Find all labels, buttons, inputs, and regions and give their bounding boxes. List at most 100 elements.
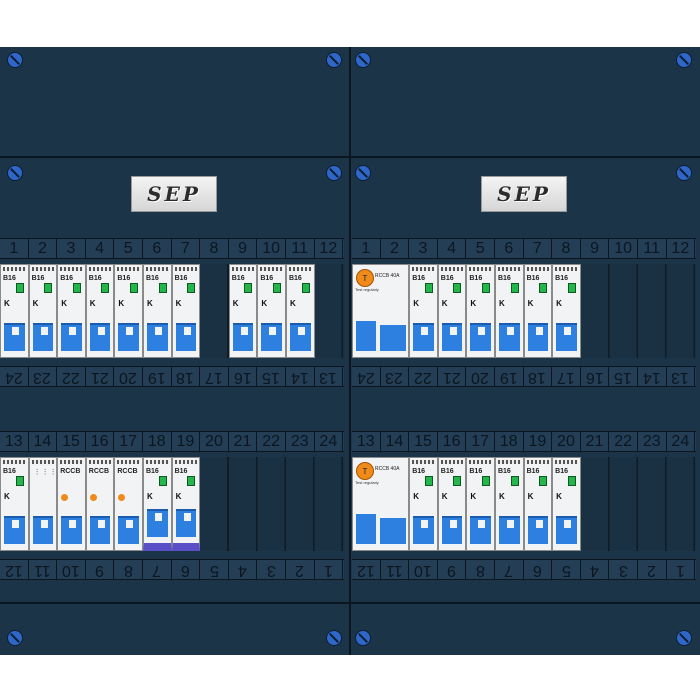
breaker-toggle[interactable]	[413, 516, 434, 544]
circuit-number-label: 22	[614, 432, 633, 450]
breaker-toggle[interactable]	[89, 323, 111, 351]
breaker-toggle[interactable]	[32, 323, 54, 351]
breaker-toggle[interactable]	[261, 323, 282, 351]
circuit-number: 12	[667, 239, 696, 258]
empty-slot	[609, 457, 638, 551]
kema-mark: K	[232, 299, 239, 308]
breaker-toggle[interactable]	[470, 323, 491, 351]
circuit-number-label: 3	[418, 239, 428, 257]
breaker-toggle[interactable]	[118, 323, 139, 351]
breaker-toggle[interactable]	[527, 516, 549, 544]
circuit-number-label: 23	[642, 432, 661, 450]
status-indicator	[453, 283, 462, 293]
test-button-icon[interactable]	[89, 494, 97, 501]
circuit-number: 6	[143, 239, 172, 258]
breaker-toggle[interactable]	[118, 516, 139, 544]
brand-strip	[3, 267, 26, 271]
circuit-number-label: 10	[262, 239, 281, 257]
circuit-number-label: 23	[290, 432, 309, 450]
rcbo-breaker[interactable]: RCCB	[85, 457, 115, 551]
rcbo-breaker[interactable]: RCCB	[57, 457, 86, 551]
breaker-toggle[interactable]	[498, 516, 520, 544]
circuit-number-label: 14	[33, 432, 52, 450]
breaker-toggle[interactable]	[4, 516, 25, 544]
terminal-icon: ⋮⋮⋮	[33, 469, 58, 476]
circuit-number-label: 8	[209, 239, 219, 257]
breaker-toggle[interactable]	[146, 323, 168, 351]
rcd-toggle[interactable]	[356, 321, 376, 351]
rcd-lever[interactable]	[380, 325, 406, 351]
breaker-toggle[interactable]	[556, 323, 577, 351]
breaker-toggle[interactable]	[175, 509, 197, 537]
kema-mark: K	[470, 492, 477, 501]
breaker-toggle[interactable]	[61, 516, 82, 544]
breaker-toggle[interactable]	[441, 516, 463, 544]
auxiliary-module[interactable]: ⋮⋮⋮	[28, 457, 58, 551]
test-button-icon[interactable]	[118, 494, 126, 501]
circuit-number: 19	[143, 367, 172, 386]
test-button[interactable]: T	[356, 462, 374, 480]
breaker-toggle[interactable]	[527, 323, 549, 351]
breaker-toggle[interactable]	[61, 323, 82, 351]
breaker-toggle[interactable]	[232, 323, 254, 351]
circuit-number-label: 18	[499, 432, 518, 450]
breaker-rating: B16	[469, 275, 483, 282]
brand-strip	[174, 460, 198, 464]
breaker-rating: B16	[3, 275, 16, 282]
breaker-toggle[interactable]	[89, 516, 111, 544]
brand-strip	[555, 267, 578, 271]
screw-icon	[676, 630, 692, 646]
circuit-number-label: 7	[152, 561, 162, 579]
test-button-icon[interactable]	[61, 494, 69, 501]
rcd-rating: RCCB 40A	[375, 466, 400, 472]
test-button[interactable]: T	[356, 269, 374, 287]
breaker-toggle[interactable]	[470, 516, 491, 544]
breaker-toggle[interactable]	[498, 323, 520, 351]
screw-icon	[7, 52, 23, 68]
breaker-toggle[interactable]	[413, 323, 434, 351]
screw-icon	[355, 630, 371, 646]
rcbo-breaker[interactable]: RCCB	[114, 457, 143, 551]
kema-mark: K	[4, 299, 10, 308]
breaker-toggle[interactable]	[146, 509, 168, 537]
circuit-number-label: 2	[37, 239, 47, 257]
breaker-toggle[interactable]	[289, 323, 311, 351]
breaker-toggle[interactable]	[175, 323, 197, 351]
rcd-lever[interactable]	[380, 518, 406, 544]
circuit-number-label: 7	[180, 239, 190, 257]
breaker-toggle[interactable]	[32, 516, 54, 544]
rcd-toggle[interactable]	[356, 514, 376, 544]
breaker-toggle[interactable]	[556, 516, 577, 544]
breaker-rating: B16	[412, 275, 426, 282]
breaker-toggle[interactable]	[441, 323, 463, 351]
brand-strip	[231, 267, 255, 271]
breaker-toggle[interactable]	[4, 323, 25, 351]
